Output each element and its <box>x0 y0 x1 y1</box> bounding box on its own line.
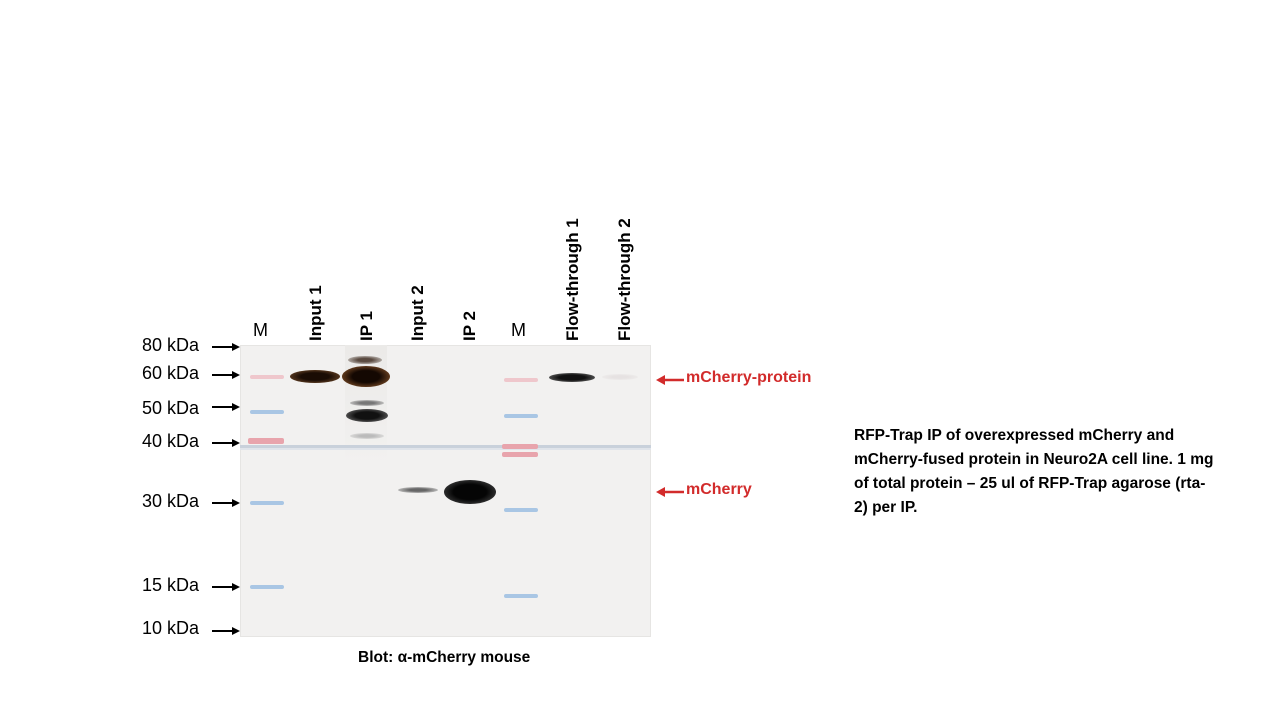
protein-band <box>398 487 438 493</box>
ladder-band <box>502 444 538 449</box>
blot-title: Blot: α-mCherry mouse <box>358 649 531 666</box>
mw-marker-10: 10 kDa <box>142 618 272 640</box>
ladder-band <box>250 375 284 379</box>
arrow-right-icon <box>212 371 240 379</box>
ladder-band <box>504 594 538 598</box>
protein-band <box>350 400 384 406</box>
figure-caption: RFP-Trap IP of overexpressed mCherry and… <box>854 427 1214 516</box>
lane-label-flow-through-1: Flow-through 1 <box>563 218 582 341</box>
lane-label-input-1: Input 1 <box>306 285 325 341</box>
arrow-right-icon <box>212 583 240 591</box>
mw-marker-15: 15 kDa <box>142 575 272 597</box>
lane-label-input-2: Input 2 <box>408 285 427 341</box>
protein-band <box>346 409 388 422</box>
ladder-band <box>248 438 284 444</box>
lane-label-marker-2: M <box>511 320 526 340</box>
protein-band <box>350 433 384 439</box>
ladder-band <box>504 414 538 418</box>
protein-band <box>342 366 390 387</box>
lane-label-ip-1: IP 1 <box>357 311 376 341</box>
mw-marker-60: 60 kDa <box>142 363 272 385</box>
protein-band <box>602 374 638 380</box>
protein-band <box>290 370 340 383</box>
ladder-band <box>250 410 284 414</box>
arrow-right-icon <box>212 439 240 447</box>
arrow-left-icon <box>656 375 684 385</box>
mw-marker-40: 40 kDa <box>142 431 272 453</box>
mw-marker-30: 30 kDa <box>142 491 272 513</box>
protein-band <box>444 480 496 504</box>
arrow-right-icon <box>212 499 240 507</box>
arrow-left-icon <box>656 487 684 497</box>
arrow-right-icon <box>212 403 240 411</box>
ladder-band <box>504 378 538 382</box>
membrane-crease-shadow <box>240 448 651 450</box>
arrow-right-icon <box>212 343 240 351</box>
protein-band <box>348 356 382 364</box>
ladder-band <box>250 585 284 589</box>
lane-label-ip-2: IP 2 <box>460 311 479 341</box>
western-blot-membrane <box>240 345 651 637</box>
protein-band <box>549 373 595 382</box>
lane-label-marker-1: M <box>253 320 268 340</box>
mw-marker-50: 50 kDa <box>142 398 272 420</box>
ladder-band <box>250 501 284 505</box>
ladder-band <box>504 508 538 512</box>
mw-marker-80: 80 kDa <box>142 335 272 357</box>
arrow-right-icon <box>212 627 240 635</box>
membrane-crease <box>240 445 651 448</box>
lane-label-flow-through-2: Flow-through 2 <box>615 218 634 341</box>
ladder-band <box>502 452 538 457</box>
